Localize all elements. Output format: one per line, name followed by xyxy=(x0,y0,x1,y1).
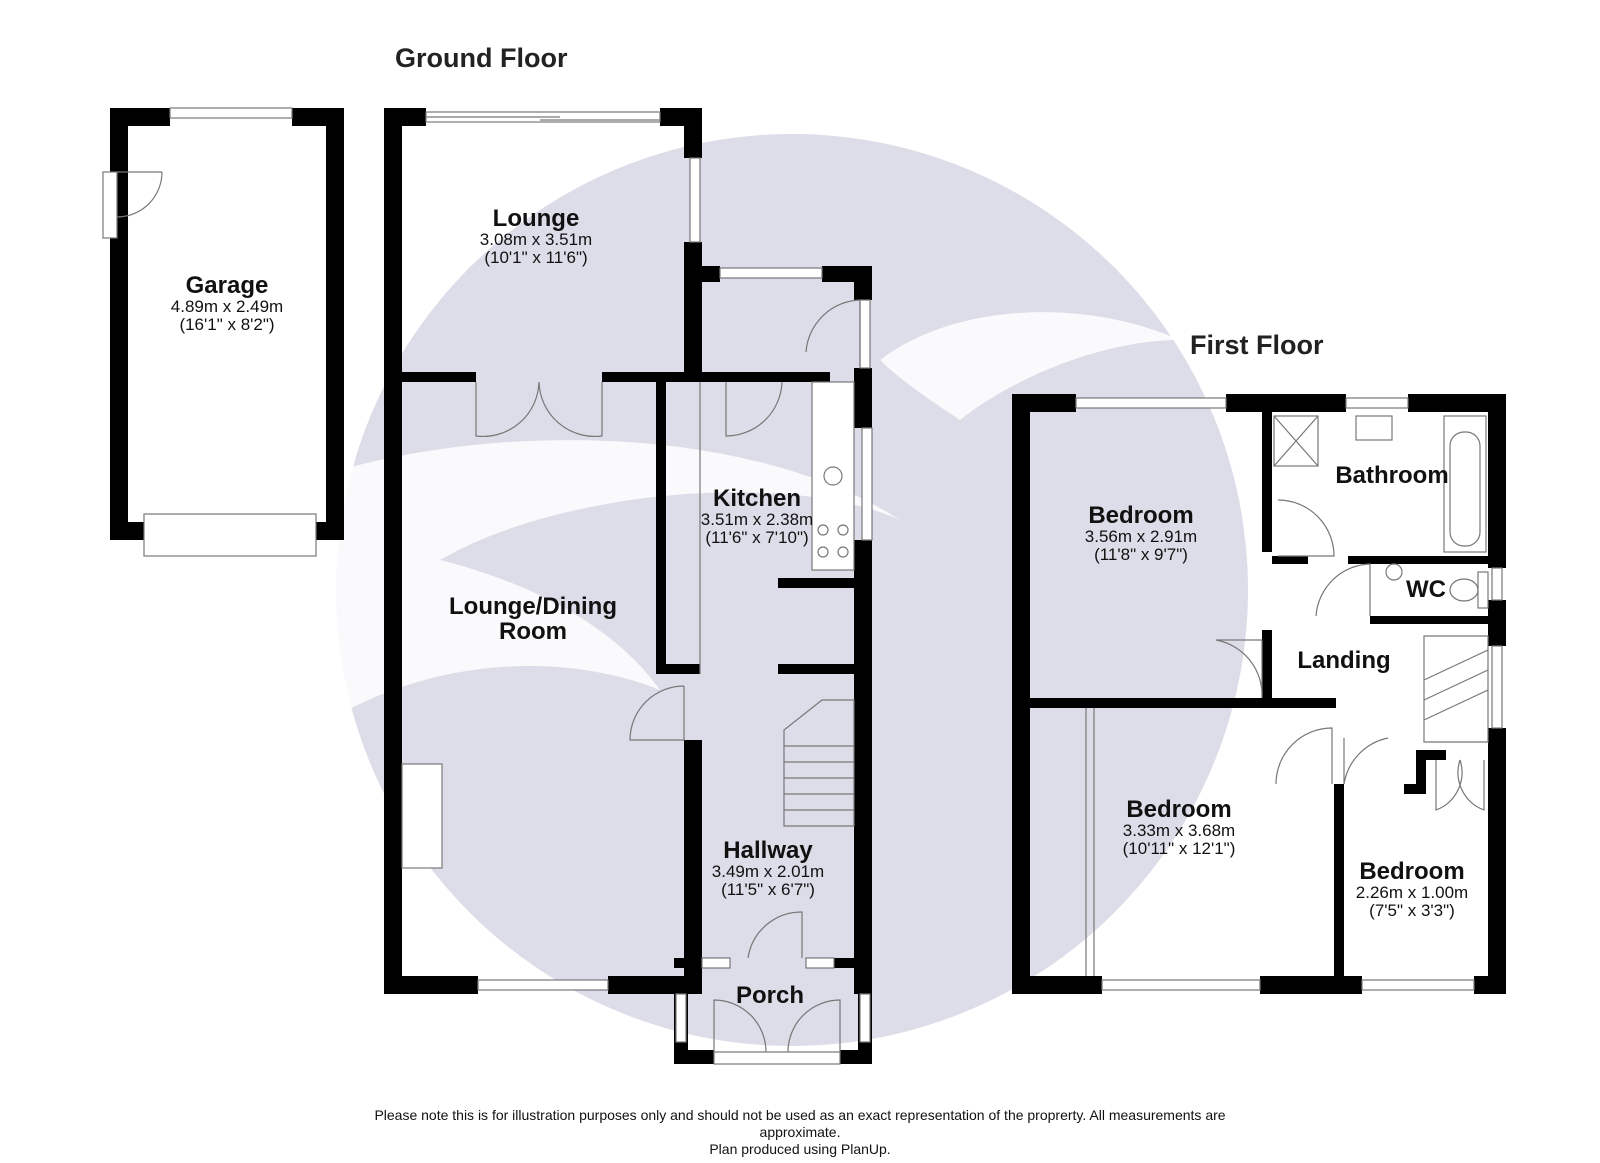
room-label-bedroom-1: Bedroom 3.56m x 2.91m (11'8" x 9'7") xyxy=(1085,503,1197,564)
room-imperial: (11'6" x 7'10") xyxy=(705,528,809,548)
room-name: Landing xyxy=(1297,647,1391,674)
room-name: Hallway xyxy=(723,837,813,864)
ground-floor-fixtures xyxy=(401,111,873,1065)
room-name: Porch xyxy=(735,982,805,1009)
ground-floor-walls xyxy=(384,108,872,1064)
ground-floor-title: Ground Floor xyxy=(395,43,568,73)
room-label-bathroom: Bathroom xyxy=(1335,463,1448,488)
room-imperial: (16'1" x 8'2") xyxy=(179,315,275,335)
first-floor-walls xyxy=(1012,394,1506,994)
room-label-kitchen: Kitchen 3.51m x 2.38m (11'6" x 7'10") xyxy=(701,486,813,547)
room-metric: 3.56m x 2.91m xyxy=(1084,527,1198,547)
room-name: Lounge xyxy=(492,205,580,232)
disclaimer-note: Please note this is for illustration pur… xyxy=(300,1107,1300,1158)
disclaimer-line-2: approximate. xyxy=(759,1124,841,1140)
room-metric: 3.08m x 3.51m xyxy=(479,230,593,250)
first-floor-title: First Floor xyxy=(1190,330,1324,360)
room-name: WC xyxy=(1406,576,1446,603)
room-label-garage: Garage 4.89m x 2.49m (16'1" x 8'2") xyxy=(171,273,283,334)
room-name: Bedroom xyxy=(1088,502,1194,529)
room-imperial: (10'1" x 11'6") xyxy=(484,248,588,268)
garage-fixtures xyxy=(102,107,317,557)
room-label-hallway: Hallway 3.49m x 2.01m (11'5" x 6'7") xyxy=(712,838,824,899)
room-name: Bedroom xyxy=(1359,858,1465,885)
room-label-bedroom-3: Bedroom 2.26m x 1.00m (7'5" x 3'3") xyxy=(1356,859,1468,920)
room-name: Garage xyxy=(185,272,269,299)
disclaimer-line-3: Plan produced using PlanUp. xyxy=(709,1141,891,1157)
disclaimer-line-1: Please note this is for illustration pur… xyxy=(374,1107,1226,1123)
room-label-lounge: Lounge 3.08m x 3.51m (10'1" x 11'6") xyxy=(480,206,592,267)
room-label-porch: Porch xyxy=(736,983,804,1008)
first-floor-fixtures xyxy=(1075,397,1503,991)
room-metric: 4.89m x 2.49m xyxy=(170,297,284,317)
room-imperial: (11'8" x 9'7") xyxy=(1094,545,1188,565)
room-metric: 2.26m x 1.00m xyxy=(1355,883,1469,903)
room-label-wc: WC xyxy=(1406,577,1446,602)
room-metric: 3.51m x 2.38m xyxy=(700,510,814,530)
room-name-line1: Lounge/Dining xyxy=(449,593,617,620)
room-name: Bedroom xyxy=(1126,796,1232,823)
room-imperial: (10'11" x 12'1") xyxy=(1122,839,1236,859)
room-name: Bathroom xyxy=(1335,462,1449,489)
room-label-bedroom-2: Bedroom 3.33m x 3.68m (10'11" x 12'1") xyxy=(1123,797,1236,858)
room-metric: 3.49m x 2.01m xyxy=(711,862,825,882)
room-name: Kitchen xyxy=(712,485,802,512)
room-imperial: (11'5" x 6'7") xyxy=(721,880,815,900)
room-name-line2: Room xyxy=(499,618,567,646)
room-label-landing: Landing xyxy=(1297,648,1390,673)
garage-walls xyxy=(110,108,344,540)
room-imperial: (7'5" x 3'3") xyxy=(1369,901,1455,921)
room-label-lounge-dining: Lounge/Dining Room xyxy=(449,593,617,646)
room-metric: 3.33m x 3.68m xyxy=(1122,821,1236,841)
